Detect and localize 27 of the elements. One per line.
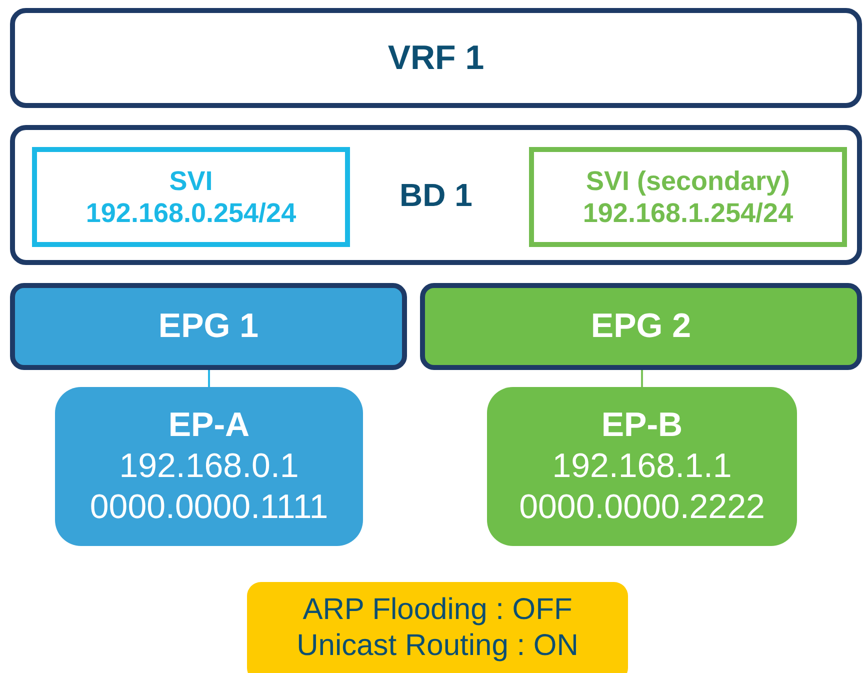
node-text: Unicast Routing : ON bbox=[296, 628, 578, 664]
node-title: ARP Flooding : OFF bbox=[302, 592, 572, 628]
interface-box bbox=[529, 147, 847, 247]
node-title: EP-A bbox=[168, 405, 250, 446]
connector-line bbox=[641, 370, 643, 387]
container-box bbox=[10, 8, 862, 108]
node-title: BD 1 bbox=[400, 176, 472, 214]
node-title: VRF 1 bbox=[388, 38, 484, 78]
group-box bbox=[420, 283, 862, 370]
node-text: 192.168.1.1 bbox=[552, 446, 732, 487]
endpoint-box bbox=[55, 387, 363, 546]
node-title: SVI (secondary) bbox=[586, 164, 790, 197]
node-title: EPG 1 bbox=[158, 306, 259, 347]
node-title: EP-B bbox=[601, 405, 683, 446]
group-box bbox=[10, 283, 407, 370]
endpoint-box bbox=[487, 387, 797, 546]
connector-line bbox=[208, 370, 210, 387]
node-text: 0000.0000.2222 bbox=[519, 486, 765, 528]
interface-box bbox=[32, 147, 350, 247]
settings-box bbox=[247, 582, 628, 673]
container-box bbox=[10, 125, 862, 265]
node-text: 192.168.1.254/24 bbox=[582, 197, 794, 230]
node-text: 192.168.0.254/24 bbox=[86, 197, 296, 230]
node-text: 192.168.0.1 bbox=[119, 446, 299, 487]
node-text: 0000.0000.1111 bbox=[90, 486, 328, 528]
node-title: SVI bbox=[169, 164, 213, 197]
node-title: EPG 2 bbox=[590, 306, 692, 347]
